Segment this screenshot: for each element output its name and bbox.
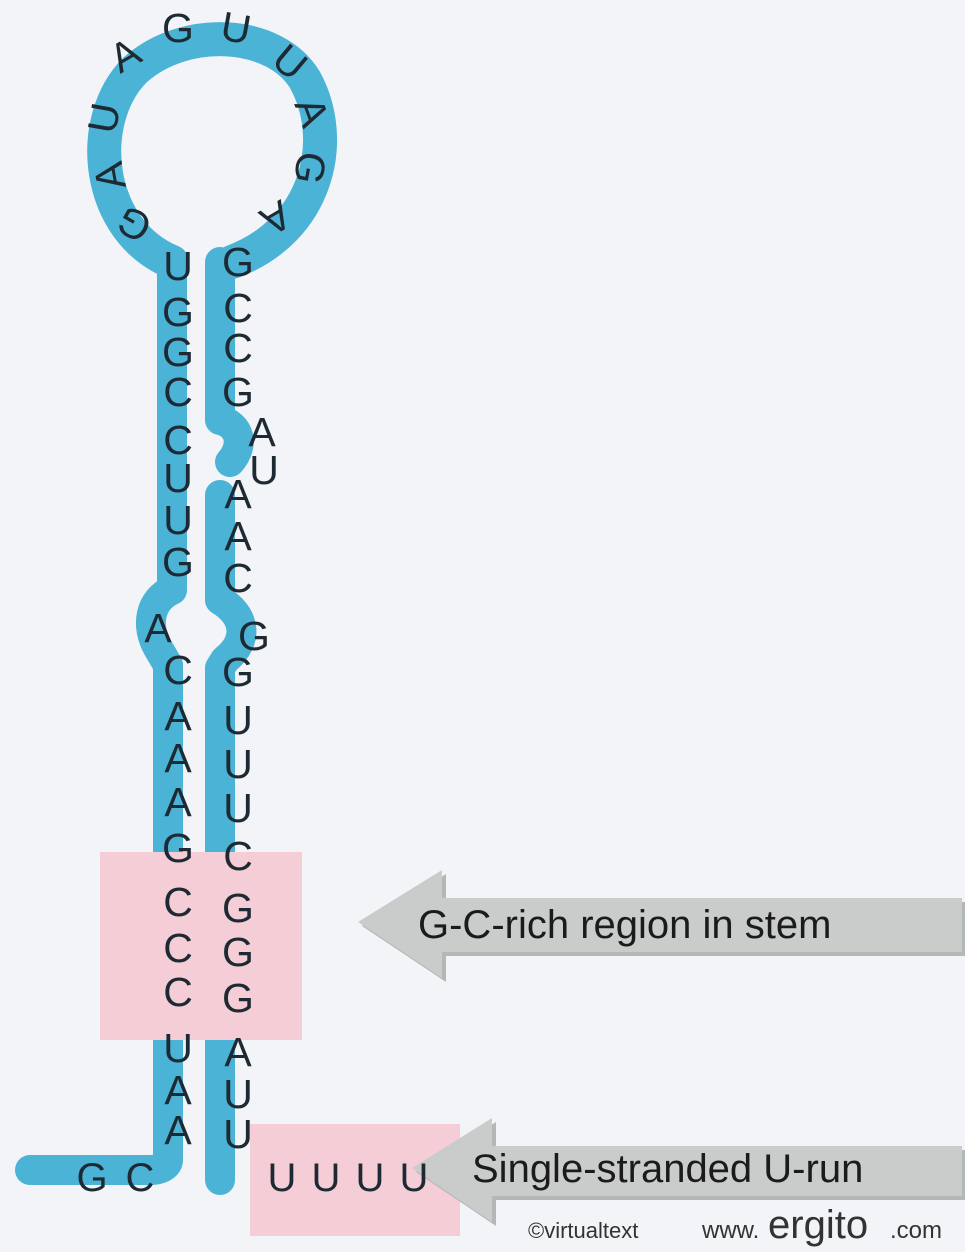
left-stem-nucleotide-17: C <box>163 969 193 1015</box>
left-stem-nucleotide-9: A <box>144 605 172 651</box>
left-stem-nucleotide-7: U <box>163 497 193 543</box>
left-stem-nucleotide-18: U <box>163 1025 193 1071</box>
right-stem-nucleotide-18: G <box>222 975 254 1021</box>
credit-line: ©virtualtext www. ergito .com <box>528 1203 942 1247</box>
left-stem-nucleotide-8: G <box>162 539 194 585</box>
left-stem-nucleotide-10: C <box>163 647 193 693</box>
left-stem-nucleotide-15: C <box>163 879 193 925</box>
u-run-label: Single-stranded U-run <box>472 1147 863 1191</box>
left-stem-nucleotide-1: U <box>163 243 193 289</box>
right-stem-nucleotide-14: U <box>223 785 253 831</box>
tail-nucleotide-2: C <box>126 1156 155 1200</box>
u-run-nucleotide-3: U <box>356 1156 385 1200</box>
left-stem-nucleotide-4: C <box>163 369 193 415</box>
left-stem-nucleotide-6: U <box>163 455 193 501</box>
right-stem-nucleotide-11: G <box>222 649 254 695</box>
credit-www: www. <box>701 1217 759 1244</box>
credit-tld: .com <box>890 1217 942 1244</box>
right-stem-nucleotide-3: C <box>223 325 253 371</box>
right-stem-nucleotide-15: C <box>223 833 253 879</box>
right-stem-nucleotide-7: A <box>224 471 252 517</box>
right-stem-nucleotide-17: G <box>222 929 254 975</box>
right-stem-nucleotide-13: U <box>223 741 253 787</box>
left-stem-nucleotide-12: A <box>164 735 192 781</box>
left-stem-nucleotide-11: A <box>164 693 192 739</box>
tail-nucleotide-1: G <box>76 1156 107 1200</box>
right-stem-nucleotide-6: U <box>249 447 279 493</box>
u-run-nucleotide-1: U <box>268 1156 297 1200</box>
u-run-nucleotide-4: U <box>400 1156 429 1200</box>
right-stem-nucleotide-16: G <box>222 885 254 931</box>
left-stem-nucleotide-16: C <box>163 925 193 971</box>
right-stem-nucleotide-19: A <box>224 1029 252 1075</box>
credit-brand: ergito <box>768 1203 868 1247</box>
left-stem-nucleotide-13: A <box>164 779 192 825</box>
loop-nucleotide-6: G <box>285 148 336 187</box>
right-stem-nucleotide-9: C <box>223 555 253 601</box>
right-stem-nucleotide-8: A <box>224 513 252 559</box>
right-stem-nucleotide-12: U <box>223 697 253 743</box>
right-stem-nucleotide-21: U <box>223 1111 253 1157</box>
left-stem-nucleotide-14: G <box>162 825 194 871</box>
copyright-label: ©virtualtext <box>528 1218 638 1243</box>
loop-nucleotide-2: G <box>162 5 194 51</box>
right-stem-nucleotide-1: G <box>222 239 254 285</box>
u-run-nucleotide-2: U <box>312 1156 341 1200</box>
gc-region-label: G-C-rich region in stem <box>418 903 831 947</box>
left-stem-nucleotide-20: A <box>164 1107 192 1153</box>
